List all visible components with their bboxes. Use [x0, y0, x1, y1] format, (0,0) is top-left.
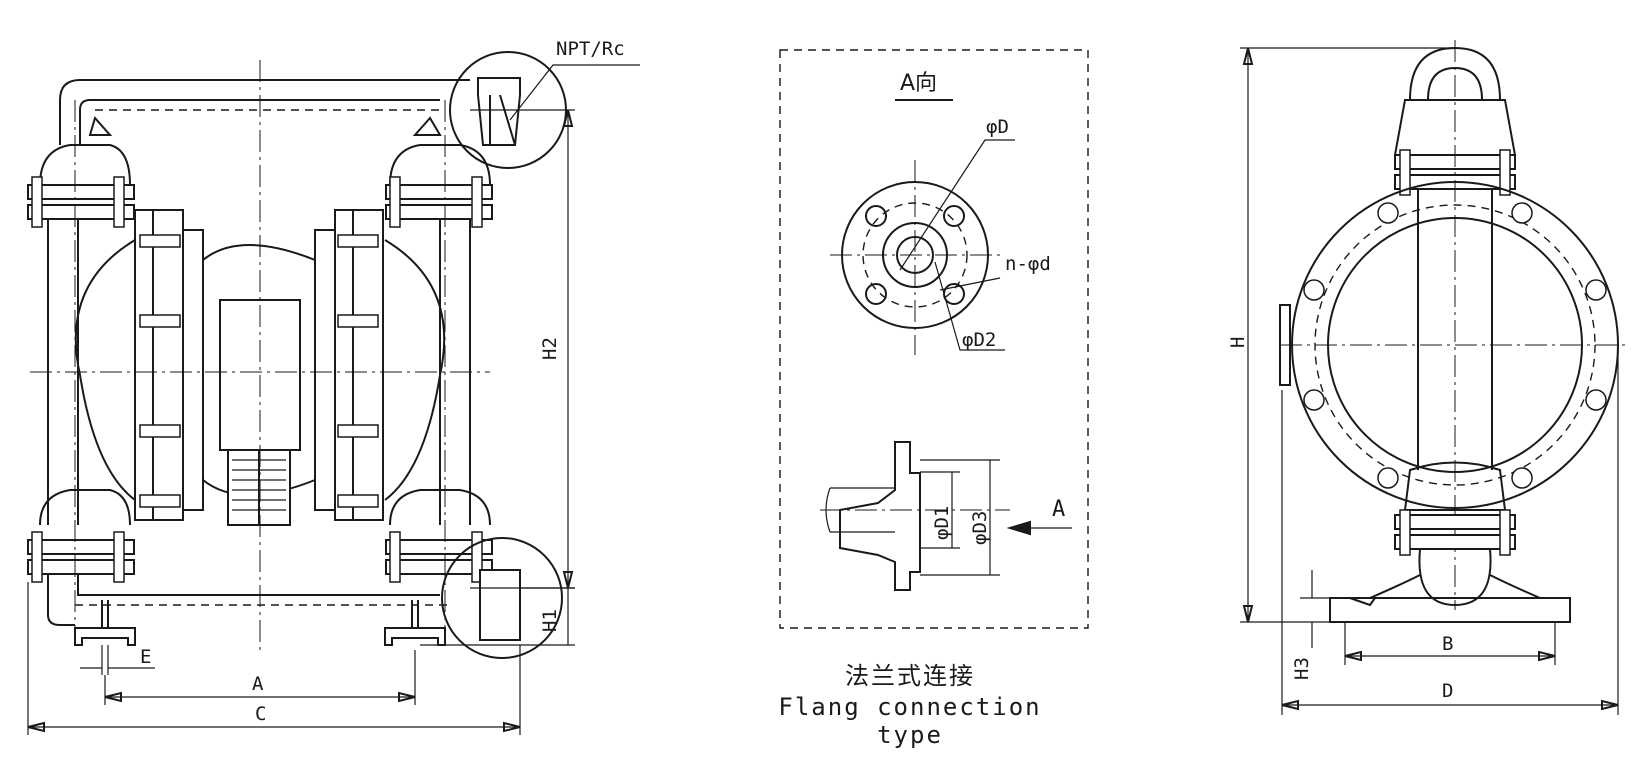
- arrow-a-label: A: [1052, 497, 1065, 522]
- dim-phi-d2-label: φD2: [962, 329, 996, 351]
- dim-h1-label: H1: [539, 609, 561, 632]
- caption-chinese: 法兰式连接: [845, 662, 975, 690]
- dim-b-label: B: [1442, 633, 1453, 655]
- dim-c-label: C: [255, 703, 266, 725]
- dim-d-label: D: [1442, 680, 1453, 702]
- dim-h2-label: H2: [539, 337, 561, 360]
- dim-h-label: H: [1227, 337, 1249, 348]
- dim-h3-label: H3: [1291, 657, 1313, 680]
- detail-border: [779, 49, 1089, 629]
- caption-english: Flang connection type: [778, 693, 1042, 749]
- flange-detail: A向 φD n-φd φD2 φD1 φD3 A: [779, 49, 1089, 629]
- ring-bolts: [1303, 202, 1607, 489]
- dim-a-label: A: [252, 673, 264, 695]
- dim-e-label: E: [140, 646, 151, 668]
- dim-phi-d3-label: φD3: [969, 511, 991, 545]
- front-view: NPT/Rc H2 H1 E A C: [27, 38, 640, 735]
- view-title: A向: [900, 71, 937, 96]
- dim-phi-d-label: φD: [986, 116, 1009, 138]
- dim-n-phi-d-label: n-φd: [1005, 253, 1051, 275]
- side-view: H H3 B D: [1227, 40, 1625, 715]
- dim-phi-d1-label: φD1: [931, 506, 953, 540]
- center-bolts: [139, 234, 379, 508]
- port-callout-label: NPT/Rc: [556, 38, 625, 60]
